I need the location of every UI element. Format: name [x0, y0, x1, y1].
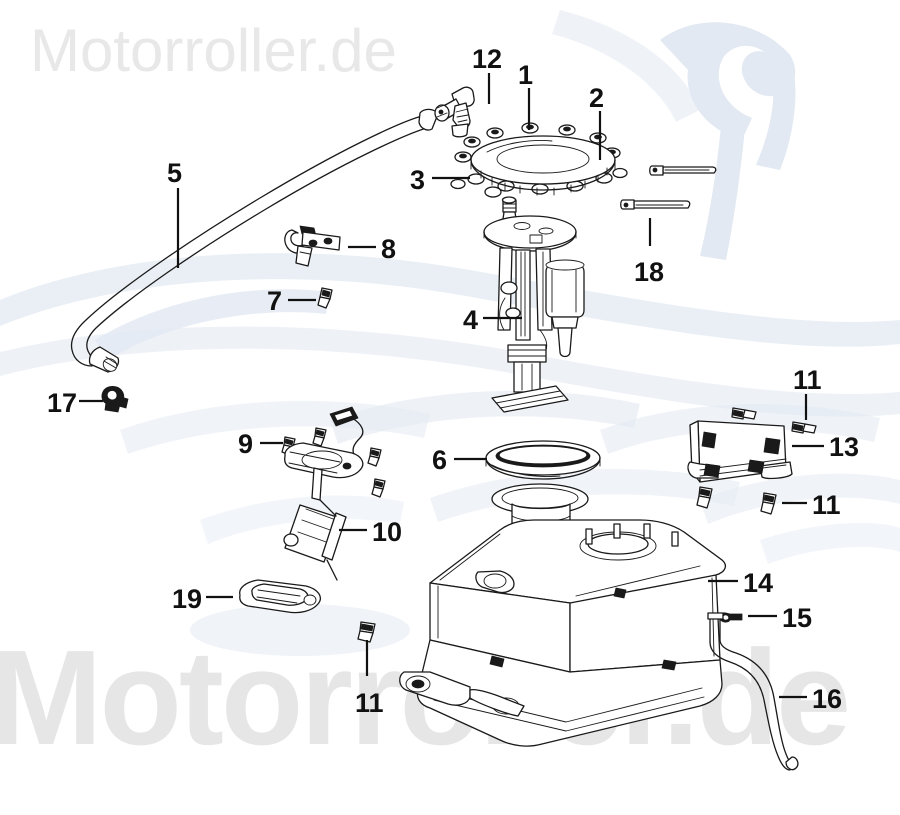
callout-label-11-top: 11	[793, 365, 822, 395]
callout-label-13: 13	[829, 432, 860, 462]
callout-label-8: 8	[381, 234, 397, 264]
watermark-top: Motorroller.de	[30, 17, 397, 84]
part-10-fuel-level-sensor	[283, 406, 364, 581]
callout-label-1: 1	[518, 60, 534, 90]
part-14-fuel-tank	[399, 483, 727, 747]
callout-label-4: 4	[463, 305, 479, 335]
callout-label-3: 3	[410, 165, 426, 195]
callout-label-11-bottom: 11	[355, 688, 384, 718]
callout-label-15: 15	[782, 603, 813, 633]
part-8-hose-clamp-bracket	[284, 225, 341, 267]
callout-label-11-right: 11	[812, 490, 841, 520]
callout-label-7: 7	[267, 286, 283, 316]
part-12-fuel-line-connector	[434, 86, 475, 138]
callout-label-12: 12	[472, 44, 503, 74]
part-5-fuel-hose	[70, 108, 439, 373]
callout-label-2: 2	[589, 83, 605, 113]
callout-leader-lines	[79, 73, 824, 699]
callout-label-14: 14	[743, 568, 774, 598]
callout-label-5: 5	[167, 158, 183, 188]
callout-label-9: 9	[238, 429, 254, 459]
part-19-sensor-gasket	[239, 579, 321, 614]
callout-label-6: 6	[432, 445, 448, 475]
part-13-tank-mounting-bracket	[687, 420, 793, 483]
callout-label-19: 19	[172, 584, 203, 614]
callout-label-17: 17	[47, 388, 78, 418]
part-15-hose-clip	[719, 612, 743, 623]
part-18-long-bolts	[620, 165, 717, 210]
callout-label-16: 16	[812, 684, 843, 714]
part-17-hose-retaining-clip	[101, 385, 129, 413]
part-11-mounting-bolts	[357, 407, 817, 643]
part-4-fuel-pump-assembly	[483, 196, 585, 413]
part-16-drain-hose	[707, 612, 799, 771]
part-1-3-flange-fasteners	[450, 122, 628, 198]
callout-label-10: 10	[372, 517, 403, 547]
part-6-tank-seal-ring	[485, 440, 601, 480]
callout-label-18: 18	[634, 257, 665, 287]
part-2-fuel-pump-flange-ring	[470, 135, 616, 196]
part-7-hose-clamp-bolt	[317, 287, 333, 309]
